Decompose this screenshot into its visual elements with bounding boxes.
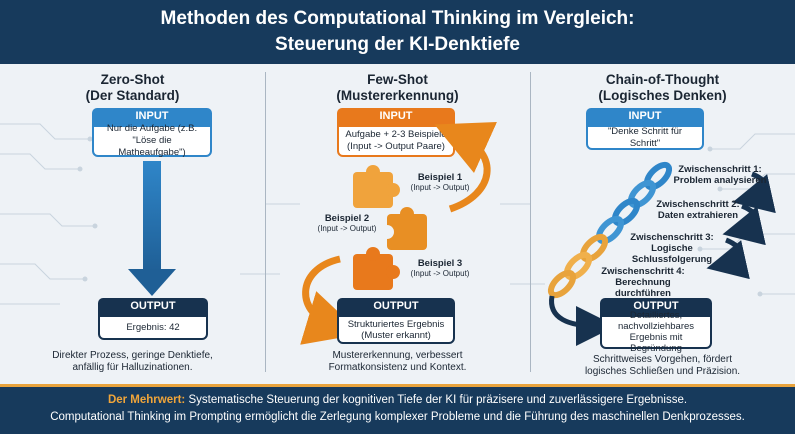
cot-desc-line-2: logisches Schließen und Präzision. bbox=[584, 366, 741, 377]
cot-column: Chain-of-Thought (Logisches Denken) INPU… bbox=[530, 64, 795, 384]
zero-shot-output-text: Ergebnis: 42 bbox=[126, 322, 180, 333]
zero-shot-input-label: INPUT bbox=[92, 108, 212, 125]
few-shot-graphics bbox=[300, 121, 498, 345]
puzzle-piece-2-icon bbox=[380, 207, 427, 250]
few-shot-input-label: INPUT bbox=[337, 108, 455, 125]
footer-line-1-text: Systematische Steuerung der kognitiven T… bbox=[185, 394, 688, 406]
few-shot-title-line-2: (Mustererkennung) bbox=[336, 88, 459, 103]
cot-description: Schrittweises Vorgehen, fördert logische… bbox=[530, 354, 795, 378]
zero-shot-arrow bbox=[128, 161, 176, 296]
example-2-label: Beispiel 2 (Input -> Output) bbox=[307, 214, 387, 234]
cot-output-box: Detailliertes, nachvollziehbares Ergebni… bbox=[600, 310, 712, 354]
cot-step-2: Zwischenschritt 2: Daten extrahieren bbox=[648, 199, 748, 221]
cot-step-2-title: Zwischenschritt 2: bbox=[656, 199, 740, 210]
puzzle-piece-3-icon bbox=[353, 247, 400, 290]
zero-shot-input-line-2: "Löse die Matheaufgabe") bbox=[118, 135, 186, 158]
cot-input-box: "Denke Schritt für Schritt" bbox=[586, 125, 704, 150]
column-divider-1 bbox=[265, 72, 266, 372]
footer-banner: Der Mehrwert: Systematische Steuerung de… bbox=[0, 384, 795, 434]
cot-graphics bbox=[547, 161, 776, 346]
example-3-sub: (Input -> Output) bbox=[410, 269, 470, 278]
example-2-sub: (Input -> Output) bbox=[317, 224, 377, 233]
few-shot-desc-line-1: Mustererkennung, verbessert bbox=[332, 350, 463, 361]
page-title: Methoden des Computational Thinking im V… bbox=[0, 6, 795, 58]
few-shot-output-label: OUTPUT bbox=[337, 298, 455, 315]
zero-shot-desc-line-1: Direkter Prozess, geringe Denktiefe, bbox=[52, 350, 213, 361]
footer-key: Der Mehrwert: bbox=[107, 394, 186, 406]
cot-output-line-3: Ergebnis mit Begründung bbox=[629, 332, 683, 354]
cot-output-line-2: nachvollziehbares bbox=[617, 321, 695, 332]
cot-step-3-text: Logische Schlussfolgerung bbox=[631, 243, 713, 265]
zero-shot-title-line-1: Zero-Shot bbox=[100, 72, 165, 87]
cot-step-3: Zwischenschritt 3: Logische Schlussfolge… bbox=[612, 232, 732, 265]
step-arrow-2-icon bbox=[722, 203, 766, 246]
title-line-2: Steuerung der KI-Denktiefe bbox=[275, 34, 520, 55]
chain-icon bbox=[547, 161, 673, 299]
cot-step-1-text: Problem analysieren bbox=[673, 175, 767, 186]
zero-shot-title: Zero-Shot (Der Standard) bbox=[0, 72, 265, 104]
cot-output-label: OUTPUT bbox=[600, 298, 712, 315]
cot-step-1: Zwischenschritt 1: Problem analysieren bbox=[670, 164, 770, 186]
zero-shot-description: Direkter Prozess, geringe Denktiefe, anf… bbox=[0, 350, 265, 374]
zero-shot-title-line-2: (Der Standard) bbox=[85, 88, 180, 103]
example-3-label: Beispiel 3 (Input -> Output) bbox=[400, 259, 480, 279]
title-line-1: Methoden des Computational Thinking im V… bbox=[160, 8, 635, 29]
step-arrow-1-icon bbox=[732, 171, 776, 214]
example-1-label: Beispiel 1 (Input -> Output) bbox=[400, 173, 480, 193]
column-divider-2 bbox=[530, 72, 531, 372]
zero-shot-output-label: OUTPUT bbox=[98, 298, 208, 315]
circuit-background bbox=[0, 123, 795, 305]
zero-shot-column: Zero-Shot (Der Standard) INPUT Nur die A… bbox=[0, 64, 265, 384]
cot-step-2-text: Daten extrahieren bbox=[657, 210, 739, 221]
cot-step-3-title: Zwischenschritt 3: bbox=[630, 232, 714, 243]
example-2-title: Beispiel 2 bbox=[324, 213, 370, 224]
to-output-arrow-icon bbox=[549, 295, 616, 346]
cot-title-line-1: Chain-of-Thought bbox=[605, 72, 720, 87]
zero-shot-input-box: Nur die Aufgabe (z.B. "Löse die Matheauf… bbox=[92, 123, 212, 158]
zero-shot-input-line-1: Nur die Aufgabe (z.B. bbox=[106, 123, 198, 134]
few-shot-output-line-1: Strukturiertes Ergebnis bbox=[347, 318, 445, 330]
header-banner: Methoden des Computational Thinking im V… bbox=[0, 0, 795, 64]
few-shot-title-line-1: Few-Shot bbox=[367, 72, 428, 87]
example-1-sub: (Input -> Output) bbox=[410, 183, 470, 192]
few-shot-input-line-1: Aufgabe + 2-3 Beispiele bbox=[345, 129, 447, 140]
cot-step-1-title: Zwischenschritt 1: bbox=[678, 164, 762, 175]
cot-desc-line-1: Schrittweises Vorgehen, fördert bbox=[593, 354, 732, 365]
loop-arrow-up-icon bbox=[434, 121, 498, 213]
footer-line-1: Der Mehrwert: Systematische Steuerung de… bbox=[0, 393, 795, 408]
cot-input-text: "Denke Schritt für Schritt" bbox=[607, 125, 683, 149]
cot-input-label: INPUT bbox=[586, 108, 704, 125]
arrow-shaft bbox=[143, 161, 161, 271]
loop-arrow-down-icon bbox=[300, 255, 362, 345]
cot-step-4: Zwischenschritt 4: Berechnung durchführe… bbox=[588, 266, 698, 299]
arrow-down-icon bbox=[128, 269, 176, 296]
few-shot-title: Few-Shot (Mustererkennung) bbox=[265, 72, 530, 104]
step-arrow-3-icon bbox=[706, 237, 750, 280]
footer-line-2: Computational Thinking im Prompting ermö… bbox=[50, 411, 745, 423]
few-shot-input-line-2: (Input -> Output Paare) bbox=[347, 141, 445, 152]
few-shot-output-box: Strukturiertes Ergebnis (Muster erkannt) bbox=[337, 315, 455, 344]
cot-output-line-1: Detailliertes, bbox=[629, 310, 683, 321]
few-shot-description: Mustererkennung, verbessert Formatkonsis… bbox=[265, 350, 530, 374]
few-shot-output-line-2: (Muster erkannt) bbox=[361, 329, 431, 341]
cot-title: Chain-of-Thought (Logisches Denken) bbox=[530, 72, 795, 104]
example-3-title: Beispiel 3 bbox=[417, 258, 463, 269]
puzzle-piece-1-icon bbox=[353, 165, 400, 208]
zero-shot-desc-line-2: anfällig für Halluzinationen. bbox=[72, 362, 193, 373]
cot-step-4-text: Berechnung durchführen bbox=[615, 277, 671, 299]
cot-title-line-2: (Logisches Denken) bbox=[598, 88, 727, 103]
example-1-title: Beispiel 1 bbox=[417, 172, 463, 183]
cot-step-4-title: Zwischenschritt 4: bbox=[601, 266, 685, 277]
diagram-canvas: Zero-Shot (Der Standard) INPUT Nur die A… bbox=[0, 64, 795, 384]
few-shot-desc-line-2: Formatkonsistenz und Kontext. bbox=[328, 362, 467, 373]
zero-shot-output-box: Ergebnis: 42 bbox=[98, 315, 208, 340]
few-shot-column: Few-Shot (Mustererkennung) INPUT Aufgabe… bbox=[265, 64, 530, 384]
